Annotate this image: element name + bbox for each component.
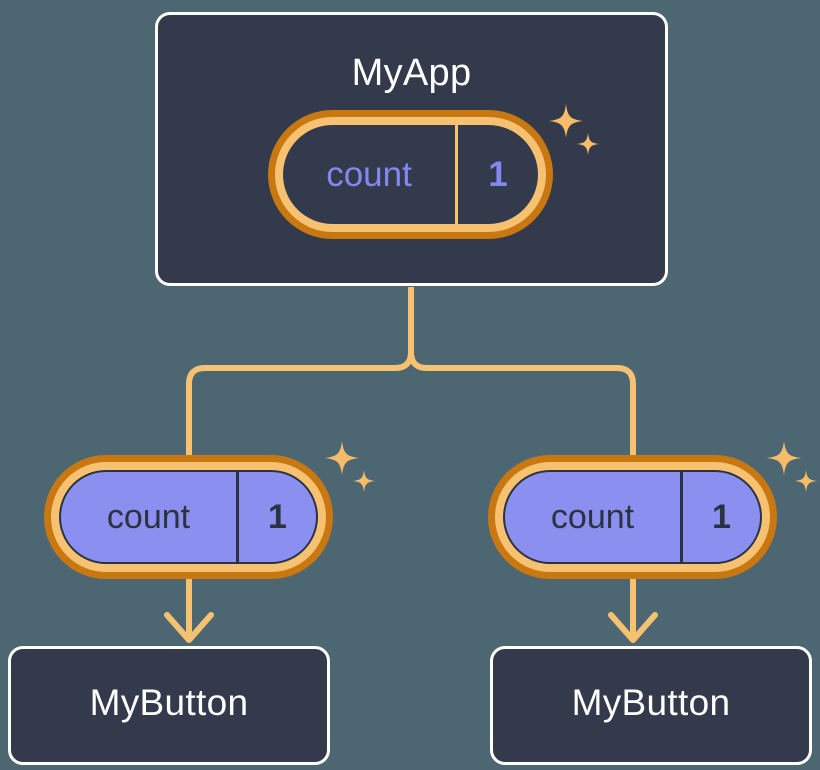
state-value-cell: 1	[680, 472, 760, 562]
state-pill-inner: count 1	[59, 470, 318, 564]
sparkle-large-icon	[767, 441, 801, 475]
state-key-cell: count	[505, 472, 680, 562]
component-node-mybutton-right[interactable]: MyButton	[490, 646, 812, 765]
state-pill-inner: count 1	[503, 470, 762, 564]
sparkle-small-icon	[353, 470, 375, 492]
component-title-myapp: MyApp	[351, 52, 472, 94]
state-value-label: 1	[488, 154, 508, 194]
state-pill-inner: count 1	[283, 125, 538, 224]
connector-branch-left	[186, 351, 414, 460]
state-pill-left[interactable]: count 1	[44, 455, 333, 579]
arrow-head-left	[164, 612, 214, 643]
component-title-mybutton-right: MyButton	[571, 682, 731, 723]
state-key-cell: count	[61, 472, 236, 562]
component-node-mybutton-left[interactable]: MyButton	[8, 646, 330, 765]
state-value-label: 1	[712, 497, 731, 536]
sparkle-large-icon	[325, 441, 359, 475]
state-value-label: 1	[268, 497, 287, 536]
state-key-label: count	[326, 154, 412, 194]
arrow-head-right	[608, 612, 658, 643]
state-pill-myapp[interactable]: count 1	[268, 110, 553, 239]
state-key-label: count	[106, 497, 191, 536]
connector-branch-right	[408, 351, 636, 460]
state-value-cell: 1	[236, 472, 316, 562]
state-key-label: count	[550, 497, 635, 536]
state-value-cell: 1	[455, 125, 538, 224]
sparkle-small-icon	[795, 470, 817, 492]
component-title-mybutton-left: MyButton	[89, 682, 249, 723]
state-pill-right[interactable]: count 1	[488, 455, 777, 579]
state-key-cell: count	[283, 125, 455, 224]
